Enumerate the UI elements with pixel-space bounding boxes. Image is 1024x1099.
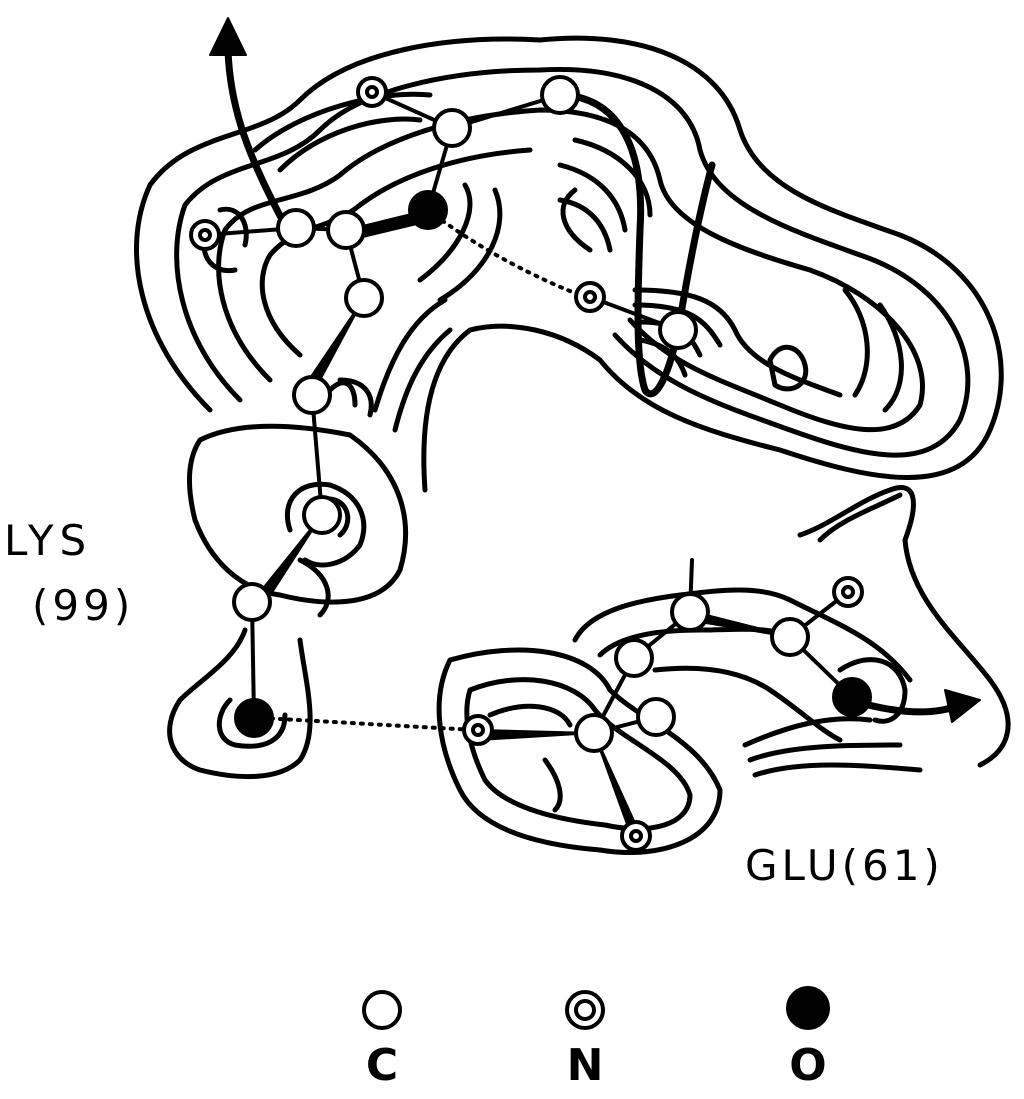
carbon-atom (232, 582, 272, 622)
carbon-atom (292, 375, 332, 415)
carbon-atom (344, 278, 384, 318)
glu-residue-label: GLU(61) (745, 841, 944, 890)
carbon-atom (670, 592, 710, 632)
oxygen-atom (234, 698, 274, 738)
nitrogen-atom (356, 76, 388, 108)
main-chain-trace (209, 17, 981, 723)
carbon-atom (276, 208, 316, 248)
nitrogen-atom (462, 714, 494, 746)
legend-carbon-symbol (362, 990, 402, 1030)
carbon-atom (326, 210, 366, 250)
carbon-atom (302, 495, 342, 535)
atoms (189, 75, 872, 852)
legend-nitrogen-symbol (565, 990, 605, 1030)
carbon-atom (636, 697, 676, 737)
legend-carbon-label: C (366, 1040, 398, 1091)
covalent-bonds (203, 90, 854, 735)
carbon-atom (614, 638, 654, 678)
lys-residue-name: LYS (4, 516, 92, 565)
hydrogen-bonds (260, 208, 587, 732)
legend-oxygen-label: O (789, 1040, 826, 1091)
carbon-atom (540, 75, 580, 115)
legend-oxygen-symbol (786, 986, 830, 1030)
atom-legend: C N O (362, 986, 830, 1091)
nitrogen-atom (574, 281, 606, 313)
nitrogen-atom (620, 820, 652, 852)
carbon-atom (770, 617, 810, 657)
carbon-atom (658, 310, 698, 350)
density-contours-glu (436, 485, 1011, 855)
carbon-atom (574, 713, 614, 753)
carbon-atom (432, 108, 472, 148)
wedge-bonds (251, 209, 791, 839)
lys-residue-number: (99) (32, 581, 134, 630)
nitrogen-atom (832, 576, 864, 608)
density-contours-upper (134, 35, 1004, 493)
oxygen-atom (408, 190, 448, 230)
legend-nitrogen-label: N (567, 1040, 604, 1091)
oxygen-atom (832, 677, 872, 717)
nitrogen-atom (189, 219, 221, 251)
